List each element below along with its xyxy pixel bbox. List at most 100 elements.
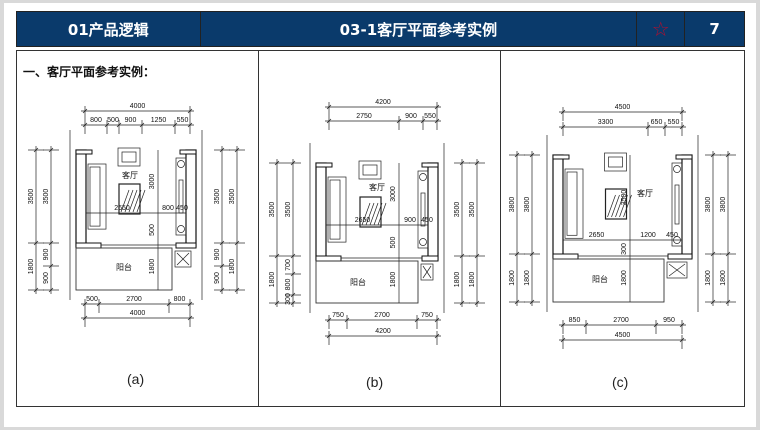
room-label: 客厅 xyxy=(122,170,138,180)
page-title: 03-1客厅平面参考实例 xyxy=(201,12,638,46)
wall-bottom-right xyxy=(175,242,197,249)
wall-bottom-left xyxy=(552,253,579,260)
gap-label: 300 xyxy=(621,243,628,255)
top-segment-dimension-label: 500 xyxy=(107,117,119,124)
bottom-segment-dimension-label: 500 xyxy=(86,296,98,303)
interior-width-label: 2650 xyxy=(355,217,371,224)
balcony xyxy=(552,258,665,303)
room-label: 客厅 xyxy=(637,188,653,198)
right-outer-dimension-label: 1800 xyxy=(229,259,236,275)
ac-unit xyxy=(420,263,434,281)
sofa xyxy=(87,163,107,230)
top-segment-dimension-label: 900 xyxy=(405,113,417,120)
cabinet-gap-label: 800 xyxy=(162,205,174,212)
room-label: 客厅 xyxy=(369,182,385,192)
interior-depth-label: 3000 xyxy=(390,186,397,202)
top-segment-dimension-label: 550 xyxy=(668,119,680,126)
cabinet-depth-label: 450 xyxy=(176,205,188,212)
left-outer-dimension-label: 1800 xyxy=(269,272,276,288)
section-title: 01产品逻辑 xyxy=(17,12,201,46)
speaker-icon xyxy=(419,173,427,181)
balcony-depth-label: 1800 xyxy=(621,270,628,286)
right-inner-dimension-label: 3500 xyxy=(454,202,461,218)
ac-unit-cross xyxy=(422,265,432,279)
interior-width-label: 2650 xyxy=(114,205,130,212)
interior-width-label: 2650 xyxy=(589,232,605,239)
right-inner-dimension-label: 3500 xyxy=(214,189,221,205)
left-outer-dimension-label: 1800 xyxy=(28,259,35,275)
plan-caption-b: (b) xyxy=(366,374,384,390)
top-segment-dimension-label: 900 xyxy=(125,117,137,124)
wall-left xyxy=(552,154,564,259)
tv-cabinet xyxy=(671,162,683,247)
bottom-segment-dimension-label: 2700 xyxy=(613,317,629,324)
balcony-label: 阳台 xyxy=(350,277,366,287)
wall-left xyxy=(75,149,87,248)
speaker-icon xyxy=(177,160,185,168)
interior-depth-label: 3500 xyxy=(621,190,628,206)
coffee-table xyxy=(359,196,382,228)
top-total-dimension-label: 4500 xyxy=(615,104,631,111)
left-inner-dimension-label: 3500 xyxy=(285,202,292,218)
armchair-seat xyxy=(121,151,137,163)
column-divider xyxy=(500,51,501,406)
table-hatch xyxy=(361,202,371,226)
wall-bottom-right xyxy=(421,255,439,262)
ac-unit xyxy=(666,261,688,279)
bottom-segment-dimension-label: 2700 xyxy=(374,312,390,319)
table-hatch xyxy=(136,189,146,213)
right-outer-dimension-label: 1800 xyxy=(469,272,476,288)
left-outer-dimension-label: 3800 xyxy=(509,197,516,213)
ac-unit-cross xyxy=(668,263,686,277)
wall-bottom-left xyxy=(315,255,342,262)
left-inner-dimension-label: 900 xyxy=(43,249,50,261)
bottom-segment-dimension-label: 800 xyxy=(174,296,186,303)
armchair-seat xyxy=(362,164,378,176)
balcony-label: 阳台 xyxy=(116,262,132,272)
right-inner-dimension-label: 900 xyxy=(214,249,221,261)
table-hatch xyxy=(619,194,628,218)
table-hatch xyxy=(607,194,616,218)
cabinet-depth-label: 450 xyxy=(666,232,678,239)
left-inner-dimension-label: 900 xyxy=(43,272,50,284)
wall-top-right xyxy=(421,162,439,168)
wall-top-right xyxy=(675,154,693,160)
cabinet-gap-label: 900 xyxy=(404,217,416,224)
left-inner-dimension-label: 700 xyxy=(285,259,292,271)
top-segment-dimension-label: 550 xyxy=(177,117,189,124)
coffee-table xyxy=(118,183,141,215)
ac-unit-cross xyxy=(176,252,190,266)
coffee-table xyxy=(604,188,628,220)
right-inner-dimension-label: 1800 xyxy=(454,272,461,288)
armchair xyxy=(117,147,141,167)
television xyxy=(420,192,426,227)
cabinet-depth-label: 450 xyxy=(421,217,433,224)
table-hatch xyxy=(132,189,142,213)
header-bar: 01产品逻辑 03-1客厅平面参考实例 ☆ 7 xyxy=(16,11,745,47)
left-outer-dimension-label: 3500 xyxy=(269,202,276,218)
left-inner-dimension-label: 3800 xyxy=(524,197,531,213)
wall-top-left xyxy=(315,162,333,168)
tv-cabinet xyxy=(417,170,429,249)
wall-right xyxy=(185,149,197,248)
plan-caption-a: (a) xyxy=(127,371,145,387)
wall-left xyxy=(315,162,327,261)
table-hatch xyxy=(377,202,387,226)
television xyxy=(674,184,680,225)
wall-right xyxy=(427,162,439,261)
section-heading: 一、客厅平面参考实例： xyxy=(23,65,156,79)
left-inner-dimension-label: 800 xyxy=(285,279,292,291)
right-outer-dimension-label: 3800 xyxy=(720,197,727,213)
armchair xyxy=(604,152,627,172)
table-hatch xyxy=(373,202,383,226)
wall-top-left xyxy=(552,154,570,160)
top-segment-dimension-label: 3300 xyxy=(598,119,614,126)
balcony-label: 阳台 xyxy=(592,274,608,284)
page-number: 7 xyxy=(709,20,720,38)
balcony xyxy=(75,247,173,291)
gap-label: 500 xyxy=(390,237,397,249)
table-hatch xyxy=(611,194,620,218)
top-total-dimension-label: 4000 xyxy=(130,103,146,110)
left-inner-dimension-label: 3500 xyxy=(43,189,50,205)
